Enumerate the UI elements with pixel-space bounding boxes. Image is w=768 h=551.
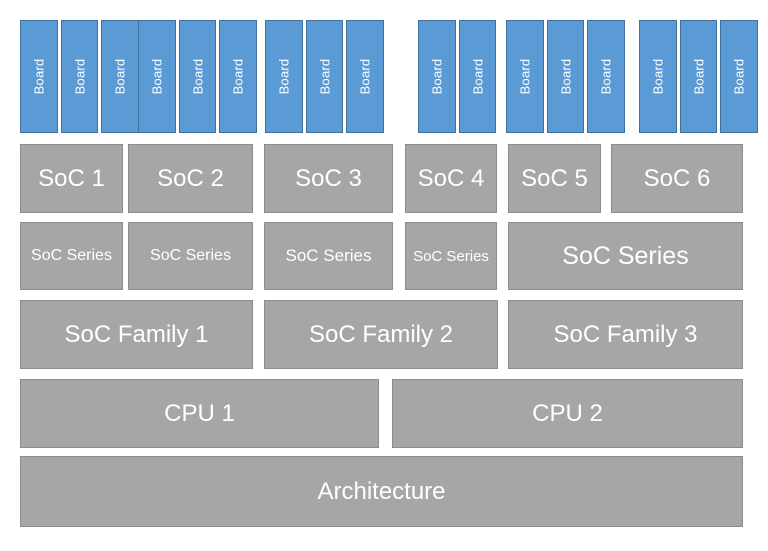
board-block: Board xyxy=(219,20,258,133)
board-label: Board xyxy=(517,58,533,95)
board-block: Board xyxy=(20,20,58,133)
soc-5-block: SoC 5 xyxy=(508,144,601,213)
board-group-1: Board Board Board xyxy=(20,20,140,133)
soc-3-block: SoC 3 xyxy=(264,144,393,213)
board-label: Board xyxy=(190,58,206,95)
board-label: Board xyxy=(276,58,292,95)
board-group-6: Board Board Board xyxy=(639,20,759,133)
board-group-5: Board Board Board xyxy=(506,20,626,133)
board-label: Board xyxy=(31,58,47,95)
soc-series-block-5: SoC Series xyxy=(508,222,743,290)
board-label: Board xyxy=(317,58,333,95)
board-block: Board xyxy=(305,20,344,133)
board-label: Board xyxy=(598,58,614,95)
board-block: Board xyxy=(458,20,497,133)
board-label: Board xyxy=(470,58,486,95)
board-label: Board xyxy=(112,58,128,95)
board-block: Board xyxy=(101,20,140,133)
board-label: Board xyxy=(357,58,373,95)
soc-family-1-block: SoC Family 1 xyxy=(20,300,253,369)
board-block: Board xyxy=(418,20,456,133)
cpu-1-block: CPU 1 xyxy=(20,379,379,448)
board-label: Board xyxy=(731,58,747,95)
soc-1-block: SoC 1 xyxy=(20,144,123,213)
board-block: Board xyxy=(587,20,626,133)
board-group-2: Board Board Board xyxy=(138,20,258,133)
board-group-3: Board Board Board xyxy=(265,20,385,133)
board-block: Board xyxy=(720,20,759,133)
board-block: Board xyxy=(546,20,585,133)
cpu-2-block: CPU 2 xyxy=(392,379,743,448)
board-block: Board xyxy=(265,20,303,133)
board-label: Board xyxy=(429,58,445,95)
soc-family-3-block: SoC Family 3 xyxy=(508,300,743,369)
board-block: Board xyxy=(679,20,718,133)
board-label: Board xyxy=(691,58,707,95)
soc-4-block: SoC 4 xyxy=(405,144,497,213)
board-label: Board xyxy=(230,58,246,95)
board-block: Board xyxy=(639,20,677,133)
soc-series-block-2: SoC Series xyxy=(128,222,253,290)
soc-series-block-3: SoC Series xyxy=(264,222,393,290)
board-label: Board xyxy=(149,58,165,95)
board-label: Board xyxy=(650,58,666,95)
soc-6-block: SoC 6 xyxy=(611,144,743,213)
soc-series-block-4: SoC Series xyxy=(405,222,497,290)
soc-family-2-block: SoC Family 2 xyxy=(264,300,498,369)
board-group-4: Board Board xyxy=(418,20,497,133)
board-block: Board xyxy=(60,20,99,133)
board-block: Board xyxy=(506,20,544,133)
board-block: Board xyxy=(178,20,217,133)
board-block: Board xyxy=(346,20,385,133)
board-label: Board xyxy=(72,58,88,95)
soc-series-block-1: SoC Series xyxy=(20,222,123,290)
architecture-block: Architecture xyxy=(20,456,743,527)
board-block: Board xyxy=(138,20,176,133)
board-label: Board xyxy=(558,58,574,95)
soc-2-block: SoC 2 xyxy=(128,144,253,213)
